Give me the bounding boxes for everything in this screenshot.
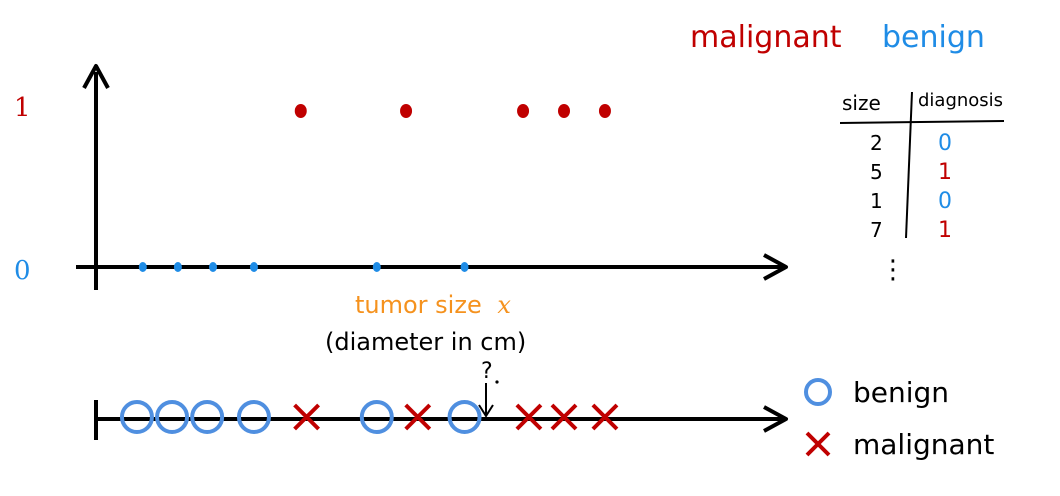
table-ellipsis: ⋮ [880, 255, 906, 285]
line-benign-marker-5 [359, 400, 394, 434]
number-line-points [119, 400, 619, 434]
line-malignant-marker-10 [591, 403, 619, 431]
line-benign-marker-2 [190, 400, 225, 434]
legend-benign-marker [804, 378, 832, 406]
table-column-rule [905, 91, 913, 239]
data-table: size diagnosis 2 0 5 1 1 0 7 1 ⋮ [839, 90, 1005, 285]
line-benign-marker-7 [447, 400, 482, 434]
table-row-diagnosis-0: 0 [938, 131, 952, 156]
malignant-point-1 [400, 104, 413, 118]
table-header-rule [839, 120, 1005, 124]
x-axis-label: tumor size x [355, 291, 511, 319]
benign-point-4 [372, 262, 381, 272]
table-row-size-2: 1 [870, 189, 883, 213]
header-benign-label: benign [882, 20, 985, 55]
x-axis-variable: x [497, 291, 511, 319]
table-row-size-1: 5 [870, 160, 883, 184]
line-malignant-marker-8 [515, 403, 543, 431]
table-rows: 2 0 5 1 1 0 7 1 [870, 131, 952, 243]
scatter-points [138, 104, 611, 272]
benign-point-5 [460, 262, 469, 272]
benign-point-0 [138, 262, 147, 272]
y-tick-label-0: 0 [14, 256, 31, 286]
line-benign-marker-0 [119, 400, 154, 434]
y-axis-arrow [82, 64, 110, 89]
table-row-diagnosis-2: 0 [938, 189, 952, 214]
legend-malignant-marker [805, 431, 831, 457]
question-marker-arrowhead [478, 404, 494, 418]
table-row-diagnosis-3: 1 [938, 218, 952, 243]
table-row-size-0: 2 [870, 131, 883, 155]
x-axis-label-text: tumor size [355, 291, 482, 319]
line-benign-marker-3 [236, 400, 271, 434]
legend-benign-label: benign [853, 376, 949, 409]
x-axis-sublabel: (diameter in cm) [325, 328, 526, 356]
table-row-diagnosis-1: 1 [938, 160, 952, 185]
question-marker-dot [495, 380, 499, 384]
benign-point-2 [209, 262, 217, 272]
x-axis-arrow [763, 253, 788, 281]
number-line-arrow [763, 405, 788, 433]
line-benign-marker-1 [155, 400, 190, 434]
line-malignant-marker-6 [404, 403, 432, 431]
line-malignant-marker-4 [293, 403, 321, 431]
malignant-point-2 [517, 104, 530, 118]
y-tick-label-1: 1 [14, 93, 31, 123]
line-malignant-marker-9 [550, 403, 578, 431]
table-header-size: size [842, 91, 881, 115]
malignant-point-0 [294, 104, 307, 118]
table-header-diagnosis: diagnosis [918, 90, 1003, 111]
malignant-point-3 [558, 104, 570, 118]
benign-point-1 [173, 262, 182, 272]
question-mark: ? [481, 359, 493, 384]
table-row-size-3: 7 [870, 218, 883, 242]
header-malignant-label: malignant [690, 20, 842, 55]
legend-malignant-label: malignant [853, 428, 994, 461]
benign-point-3 [249, 262, 258, 272]
malignant-point-4 [598, 104, 611, 118]
